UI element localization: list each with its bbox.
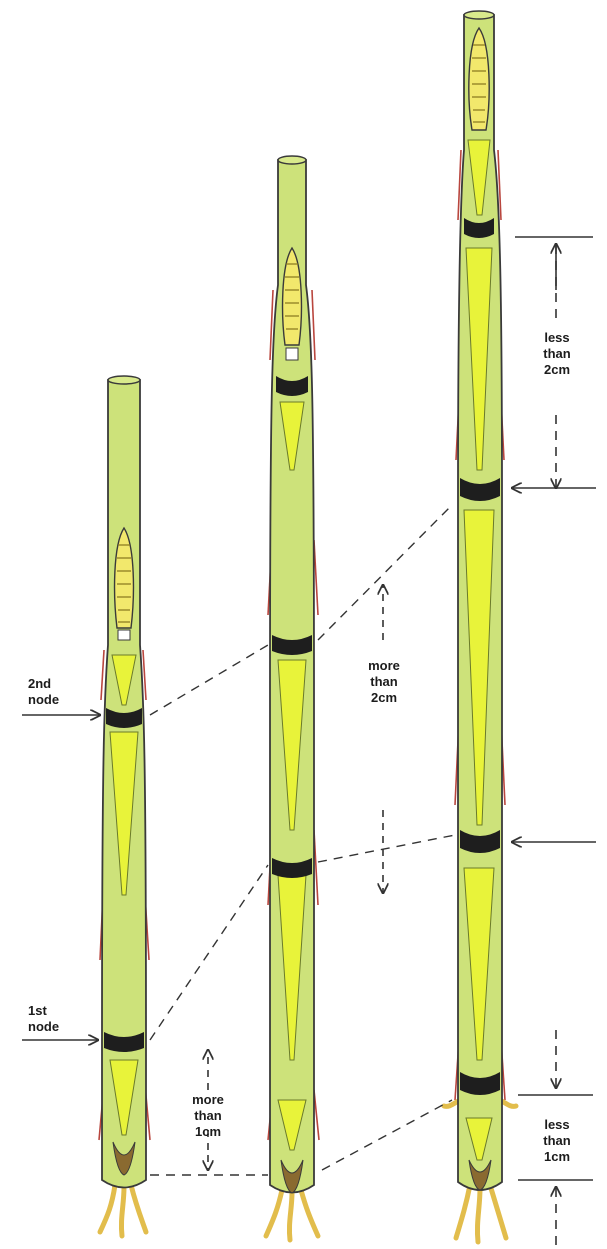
label-line: than — [530, 346, 584, 362]
label-2nd-node: 2nd node — [28, 676, 59, 708]
label-line: 2nd — [28, 676, 59, 692]
label-line: 1cm — [183, 1124, 233, 1140]
roots — [100, 1185, 146, 1236]
label-line: 1cm — [530, 1149, 584, 1165]
label-line: 1st — [28, 1003, 59, 1019]
label-line: less — [530, 330, 584, 346]
label-line: than — [358, 674, 410, 690]
label-1st-node: 1st node — [28, 1003, 59, 1035]
label-line: less — [530, 1117, 584, 1133]
label-less-than-1cm: less than 1cm — [530, 1117, 584, 1165]
label-line: 2cm — [358, 690, 410, 706]
measurement-markers — [208, 237, 593, 1245]
label-less-than-2cm: less than 2cm — [530, 330, 584, 378]
label-line: node — [28, 1019, 59, 1035]
label-line: more — [183, 1092, 233, 1108]
label-more-than-1cm: more than 1cm — [183, 1092, 233, 1140]
stem-2 — [266, 156, 319, 1240]
ear-base — [286, 348, 298, 360]
label-line: more — [358, 658, 410, 674]
stem-top — [278, 156, 306, 164]
label-more-than-2cm: more than 2cm — [358, 658, 410, 706]
label-line: node — [28, 692, 59, 708]
roots — [266, 1190, 318, 1240]
label-line: than — [183, 1108, 233, 1124]
stem-top — [464, 11, 494, 19]
stem-3 — [444, 11, 516, 1242]
label-line: 2cm — [530, 362, 584, 378]
stem-1 — [99, 376, 150, 1236]
label-line: than — [530, 1133, 584, 1149]
ear-base — [118, 630, 130, 640]
stem-top — [108, 376, 140, 384]
